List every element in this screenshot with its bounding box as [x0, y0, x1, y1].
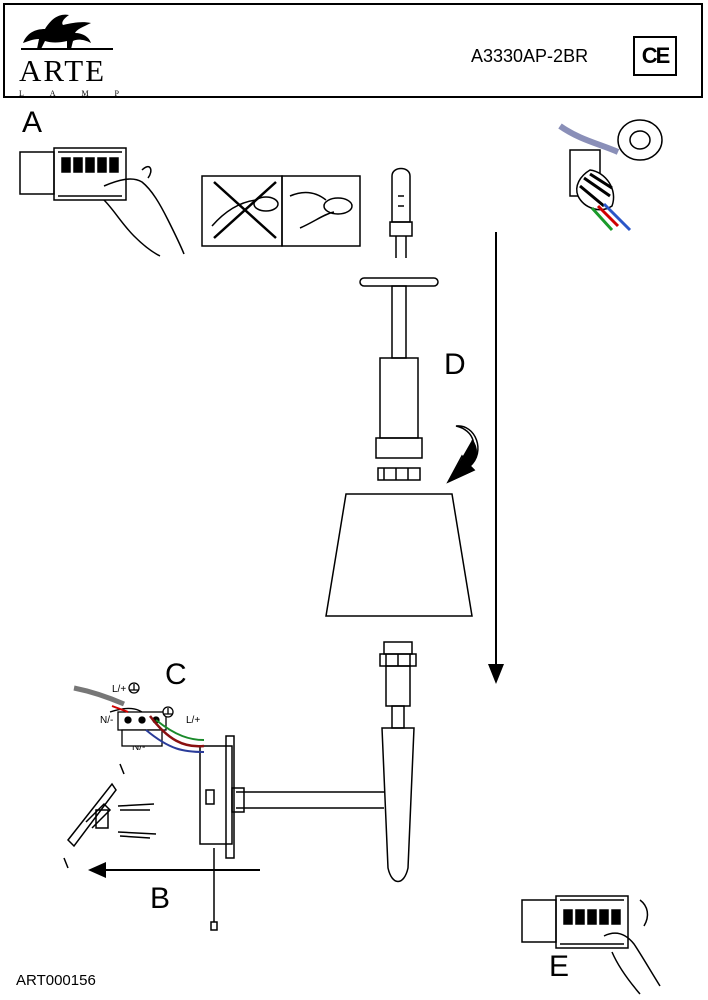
rotate-arrow-icon [446, 425, 479, 484]
brand-sub-letter: P [114, 89, 119, 98]
step-a-label: A [22, 106, 43, 139]
lamp-arm-assembly-icon [231, 641, 417, 883]
brand-sub-letter: A [49, 89, 56, 98]
step-b-label: B [150, 882, 171, 915]
ce-mark: CE [633, 36, 677, 76]
gloved-hand-bulb-icon [281, 175, 361, 247]
no-touch-bulb-icon [201, 175, 283, 247]
neutral-label-bottom: N/- [132, 742, 146, 753]
model-number: A3330AP-2BR [471, 46, 589, 66]
live-label-top: L/+ [112, 684, 127, 695]
brand-sub-letter: L [19, 89, 24, 98]
wall-plate-icon [199, 735, 235, 931]
step-e-label: E [549, 950, 570, 983]
insulation-tape-connector-icon [558, 119, 663, 232]
wiring-terminal-icon [73, 682, 205, 753]
g9-bulb-icon [389, 167, 413, 258]
lion-logo-icon [21, 14, 113, 50]
breaker-switch-off-icon [19, 147, 185, 257]
step-c-label: C [165, 658, 187, 691]
brand-name: ARTE [19, 53, 107, 88]
step-d-label: D [444, 348, 466, 381]
document-code: ART000156 [16, 972, 96, 989]
live-label-bottom: L/+ [186, 715, 201, 726]
down-arrow-icon [488, 232, 504, 684]
breaker-switch-on-icon [521, 895, 661, 995]
neutral-label-top: N/- [100, 715, 114, 726]
lamp-shade-icon [325, 493, 473, 617]
mounting-bracket-icon [63, 763, 125, 869]
header-box: ARTE L A M P A3330AP-2BR CE [3, 3, 703, 98]
left-arrow-icon [88, 862, 260, 878]
brand-subtitle: L A M P [19, 89, 119, 98]
brand-sub-letter: M [81, 89, 89, 98]
screw-icon [117, 803, 157, 839]
bulb-holder-tool-icon [359, 277, 439, 481]
